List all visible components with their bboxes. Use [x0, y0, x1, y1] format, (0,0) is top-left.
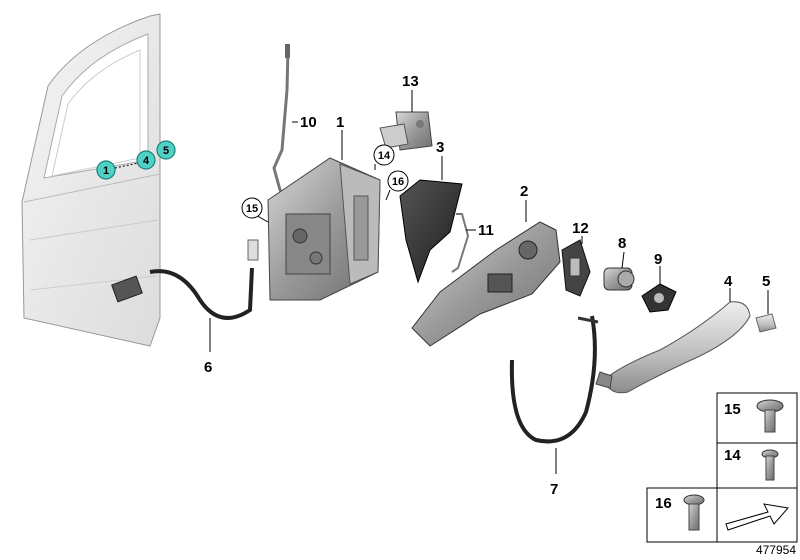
- callout-7: 7: [550, 481, 558, 498]
- rod-part-10: [272, 44, 292, 206]
- callout-3: 3: [436, 139, 444, 156]
- callout-circle-15: 15: [241, 197, 263, 219]
- outer-handle-part-4: [595, 301, 751, 394]
- striker-part-13: [379, 111, 433, 151]
- door-marker-4-label: 4: [143, 155, 150, 167]
- callout-6: 6: [204, 359, 212, 376]
- callout-2: 2: [520, 183, 528, 200]
- fastener-box-15: 15: [716, 392, 798, 444]
- callout-13: 13: [402, 73, 419, 90]
- callout-1: 1: [336, 114, 344, 131]
- door-marker-1: 1: [96, 160, 116, 180]
- callout-12: 12: [572, 220, 589, 237]
- callout-9: 9: [654, 251, 662, 268]
- door-marker-4: 4: [136, 150, 156, 170]
- bolt-14-shank: [765, 455, 775, 481]
- fastener-box-14-label: 14: [724, 447, 741, 464]
- lock-unit-part-1: [247, 157, 381, 301]
- fastener-box-14: 14: [716, 442, 798, 489]
- handle-carrier-part-2: [411, 221, 561, 347]
- callout-circle-16: 16: [387, 170, 409, 192]
- bolt-16-shank: [688, 503, 700, 531]
- leader-lines: [209, 90, 769, 474]
- callout-11: 11: [478, 222, 494, 239]
- callout-circle-16-label: 16: [392, 176, 404, 188]
- door-panel: [21, 13, 161, 347]
- lock-cylinder-part-8: [603, 267, 635, 291]
- fastener-box-16: 16: [646, 487, 718, 543]
- gasket-part-12: [561, 239, 591, 297]
- callout-4: 4: [724, 273, 733, 290]
- callout-circle-14: 14: [373, 144, 395, 166]
- cable-part-7: [509, 315, 599, 444]
- callout-8: 8: [618, 235, 626, 252]
- direction-indicator-box: [716, 487, 798, 543]
- callout-5: 5: [762, 273, 770, 290]
- reference-number: 477954: [756, 543, 796, 557]
- rod-part-11: [451, 213, 470, 273]
- door-marker-1-label: 1: [103, 165, 109, 177]
- bracket-part-3: [399, 179, 463, 284]
- cap-part-5: [755, 313, 777, 333]
- door-marker-5: 5: [156, 140, 176, 160]
- callout-circle-14-label: 14: [378, 150, 391, 162]
- arrow-icon: [725, 503, 789, 531]
- cable-part-6: [111, 267, 254, 320]
- fastener-box-15-label: 15: [724, 401, 741, 418]
- door-marker-5-label: 5: [163, 145, 169, 157]
- callout-10: 10: [300, 114, 317, 131]
- fastener-box-16-label: 16: [655, 495, 672, 512]
- bolt-15-shank: [764, 409, 776, 433]
- callout-circle-15-label: 15: [246, 203, 258, 215]
- cover-part-9: [641, 283, 677, 313]
